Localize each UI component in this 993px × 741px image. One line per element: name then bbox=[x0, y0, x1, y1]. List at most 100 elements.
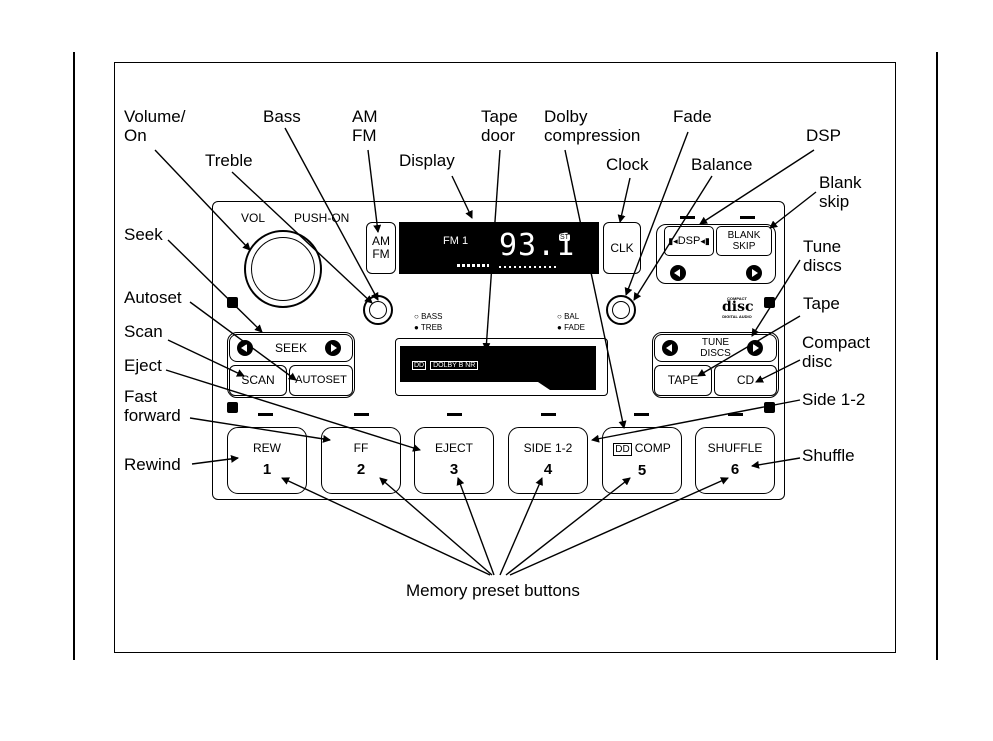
cd-button-label: CD bbox=[736, 373, 755, 387]
cd-logo-bottom: DIGITAL AUDIO bbox=[722, 314, 752, 319]
callout-clock: Clock bbox=[606, 155, 649, 174]
tune-left-arrow-icon[interactable] bbox=[662, 340, 678, 356]
preset-number: 6 bbox=[730, 461, 740, 478]
tape-button-label: TAPE bbox=[667, 373, 699, 387]
callout-fast-forward: Fast forward bbox=[124, 387, 181, 425]
callout-am-fm: AM FM bbox=[352, 107, 378, 145]
dsp-button-label: DSP bbox=[677, 234, 701, 247]
blank-skip-button[interactable]: BLANK SKIP bbox=[716, 226, 772, 256]
balance-fade-knob-inner bbox=[612, 301, 630, 319]
faceplate-screw-dot bbox=[764, 402, 775, 413]
callout-shuffle: Shuffle bbox=[802, 446, 855, 465]
seek-button-label: SEEK bbox=[274, 340, 307, 355]
display-stereo-indicator: ST bbox=[559, 234, 570, 241]
callout-tape-door: Tape door bbox=[481, 107, 518, 145]
preset-button-3[interactable]: EJECT 3 bbox=[414, 427, 494, 494]
preset-button-6[interactable]: SHUFFLE 6 bbox=[695, 427, 775, 494]
seek-right-arrow-icon[interactable] bbox=[325, 340, 341, 356]
faceplate-screw-dot bbox=[764, 297, 775, 308]
pod-left-arrow-icon[interactable] bbox=[670, 265, 686, 281]
left-page-rule bbox=[73, 52, 75, 660]
preset-number: 3 bbox=[449, 461, 459, 478]
dolby-icon: DD bbox=[412, 361, 427, 370]
callout-balance: Balance bbox=[691, 155, 753, 174]
balance-fade-knob[interactable] bbox=[606, 295, 636, 325]
vol-label: VOL bbox=[241, 211, 266, 225]
tune-discs-button-label: TUNE DISCS bbox=[700, 337, 731, 359]
bass-knob-label: ○ BASS bbox=[414, 312, 443, 321]
display-level-bar bbox=[457, 264, 489, 267]
dsp-preset-dash bbox=[680, 216, 695, 219]
dsp-right-icon: ◂▮ bbox=[700, 235, 710, 246]
display-screen: FM 1 93.1 ST bbox=[399, 222, 599, 274]
preset-label: FF bbox=[353, 441, 369, 455]
preset-label: EJECT bbox=[434, 441, 473, 455]
callout-seek: Seek bbox=[124, 225, 163, 244]
callout-autoset: Autoset bbox=[124, 288, 182, 307]
preset-label-text: COMP bbox=[634, 440, 671, 455]
am-fm-button-label: AM FM bbox=[372, 234, 390, 261]
callout-volume-on: Volume/ On bbox=[124, 107, 186, 145]
dsp-left-icon: ▮◂ bbox=[668, 235, 678, 246]
preset-button-4[interactable]: SIDE 1-2 4 bbox=[508, 427, 588, 494]
seek-left-arrow-icon[interactable] bbox=[237, 340, 253, 356]
right-page-rule bbox=[936, 52, 938, 660]
preset-number: 4 bbox=[543, 461, 553, 478]
tune-right-arrow-icon[interactable] bbox=[747, 340, 763, 356]
tape-indicator-text: DOLBY B NR bbox=[430, 361, 479, 370]
callout-bass: Bass bbox=[263, 107, 301, 126]
preset-dash bbox=[728, 413, 743, 416]
preset-number: 2 bbox=[356, 461, 366, 478]
preset-dash bbox=[354, 413, 369, 416]
callout-eject: Eject bbox=[124, 356, 162, 375]
bal-knob-label-text: BAL bbox=[564, 312, 580, 321]
callout-rewind: Rewind bbox=[124, 455, 181, 474]
callout-fade: Fade bbox=[673, 107, 712, 126]
display-frequency: 93.1 bbox=[499, 228, 576, 263]
dsp-button[interactable]: ▮◂ DSP ◂▮ bbox=[664, 226, 714, 256]
preset-label: SHUFFLE bbox=[707, 441, 763, 455]
preset-button-2[interactable]: FF 2 bbox=[321, 427, 401, 494]
clk-button-label: CLK bbox=[610, 240, 634, 255]
bass-treble-knob-inner bbox=[369, 301, 387, 319]
scan-button[interactable]: SCAN bbox=[229, 365, 287, 396]
bass-treble-knob[interactable] bbox=[363, 295, 393, 325]
tape-button[interactable]: TAPE bbox=[654, 365, 712, 396]
callout-scan: Scan bbox=[124, 322, 163, 341]
bass-knob-label-text: BASS bbox=[421, 312, 443, 321]
volume-knob[interactable] bbox=[244, 230, 322, 308]
push-on-label: PUSH-ON bbox=[294, 211, 350, 225]
volume-knob-inner bbox=[251, 237, 315, 301]
compact-disc-logo: COMPACT disc DIGITAL AUDIO bbox=[722, 296, 754, 319]
pod-right-arrow-icon[interactable] bbox=[746, 265, 762, 281]
preset-label: REW bbox=[253, 441, 281, 455]
fade-knob-label: ● FADE bbox=[557, 323, 585, 332]
callout-memory-preset-buttons: Memory preset buttons bbox=[406, 581, 580, 600]
clk-button[interactable]: CLK bbox=[603, 222, 641, 274]
preset-button-1[interactable]: REW 1 bbox=[227, 427, 307, 494]
preset-number: 5 bbox=[637, 461, 647, 479]
callout-side-1-2: Side 1-2 bbox=[802, 390, 866, 409]
preset-label: SIDE 1-2 bbox=[523, 441, 573, 455]
callout-dsp: DSP bbox=[806, 126, 841, 145]
faceplate-screw-dot bbox=[227, 297, 238, 308]
cd-button[interactable]: CD bbox=[714, 365, 777, 396]
am-fm-button[interactable]: AM FM bbox=[366, 222, 396, 274]
preset-number: 1 bbox=[262, 461, 272, 478]
cd-logo-top: COMPACT bbox=[727, 296, 747, 301]
preset-dash bbox=[634, 413, 649, 416]
preset-dash bbox=[258, 413, 273, 416]
tape-indicator: DD DOLBY B NR bbox=[412, 361, 479, 370]
treb-knob-label-text: TREB bbox=[420, 323, 443, 332]
autoset-button[interactable]: AUTOSET bbox=[289, 365, 353, 396]
faceplate-screw-dot bbox=[227, 402, 238, 413]
treb-knob-label: ● TREB bbox=[414, 323, 443, 332]
fade-knob-label-text: FADE bbox=[564, 323, 585, 332]
callout-dolby-compression: Dolby compression bbox=[544, 107, 641, 145]
dolby-icon: DD bbox=[613, 442, 632, 456]
callout-tune-discs: Tune discs bbox=[803, 237, 842, 275]
figure-frame bbox=[114, 62, 896, 653]
callout-blank-skip: Blank skip bbox=[819, 173, 862, 211]
